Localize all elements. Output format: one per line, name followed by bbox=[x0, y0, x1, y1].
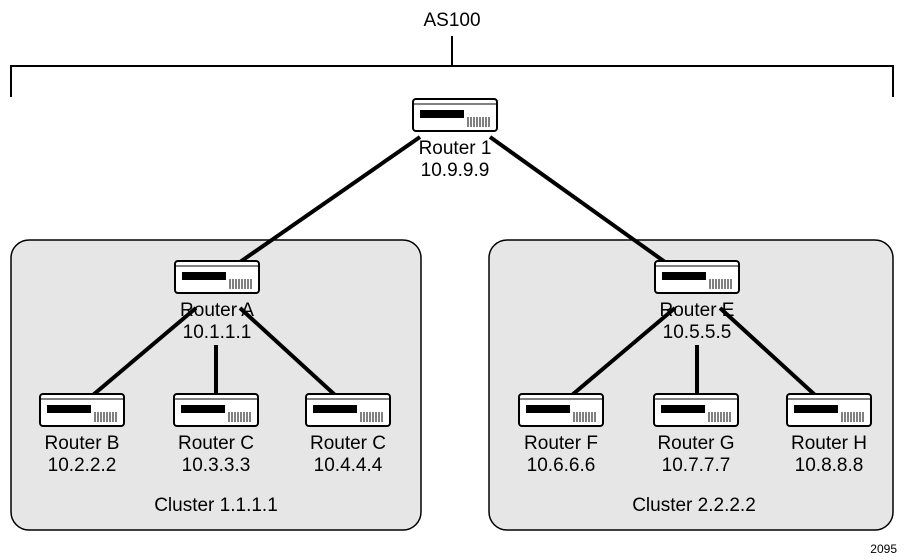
links bbox=[91, 135, 817, 397]
link-router-e-router-h bbox=[718, 306, 817, 397]
link-router-1-router-a bbox=[238, 135, 422, 264]
cluster-2-label: Cluster 2.2.2.2 bbox=[632, 495, 756, 516]
router-f-name: Router F bbox=[524, 433, 598, 454]
router-icon bbox=[173, 393, 259, 427]
as-boundary: AS100 bbox=[10, 10, 894, 97]
router-icon bbox=[653, 393, 739, 427]
link-router-e-router-f bbox=[570, 306, 677, 397]
router-e-name: Router E bbox=[660, 300, 735, 321]
router-a[interactable] bbox=[174, 260, 260, 294]
router-g-ip: 10.7.7.7 bbox=[662, 455, 731, 476]
link-router-a-router-c-2 bbox=[238, 306, 337, 397]
router-a-name: Router A bbox=[180, 300, 254, 321]
router-icon bbox=[412, 98, 498, 132]
router-e-ip: 10.5.5.5 bbox=[663, 322, 732, 343]
router-1[interactable] bbox=[412, 98, 498, 132]
router-icon bbox=[786, 393, 872, 427]
figure-id: 2095 bbox=[870, 542, 897, 556]
router-f-ip: 10.6.6.6 bbox=[527, 455, 596, 476]
router-b-ip: 10.2.2.2 bbox=[48, 455, 117, 476]
router-h-name: Router H bbox=[791, 433, 867, 454]
router-g-name: Router G bbox=[657, 433, 734, 454]
router-c-2[interactable] bbox=[305, 393, 391, 427]
router-c-1-ip: 10.3.3.3 bbox=[182, 455, 251, 476]
router-g[interactable] bbox=[653, 393, 739, 427]
router-a-ip: 10.1.1.1 bbox=[183, 322, 252, 343]
router-h-ip: 10.8.8.8 bbox=[795, 455, 864, 476]
cluster-box-2 bbox=[488, 239, 894, 531]
router-e[interactable] bbox=[654, 260, 740, 294]
router-icon bbox=[654, 260, 740, 294]
router-icon bbox=[518, 393, 604, 427]
router-icon bbox=[39, 393, 125, 427]
router-h[interactable] bbox=[786, 393, 872, 427]
router-c-2-name: Router C bbox=[310, 433, 386, 454]
as-label: AS100 bbox=[423, 10, 480, 31]
cluster-1-label: Cluster 1.1.1.1 bbox=[154, 495, 278, 516]
link-router-a-router-b bbox=[91, 306, 198, 397]
router-icon bbox=[174, 260, 260, 294]
router-1-name: Router 1 bbox=[419, 138, 492, 159]
router-icon bbox=[305, 393, 391, 427]
as-bracket bbox=[10, 36, 894, 97]
router-f[interactable] bbox=[518, 393, 604, 427]
router-c-1[interactable] bbox=[173, 393, 259, 427]
router-c-2-ip: 10.4.4.4 bbox=[314, 455, 383, 476]
router-b[interactable] bbox=[39, 393, 125, 427]
router-c-1-name: Router C bbox=[178, 433, 254, 454]
link-router-1-router-e bbox=[488, 135, 667, 264]
router-b-name: Router B bbox=[45, 433, 120, 454]
router-1-ip: 10.9.9.9 bbox=[421, 160, 490, 181]
